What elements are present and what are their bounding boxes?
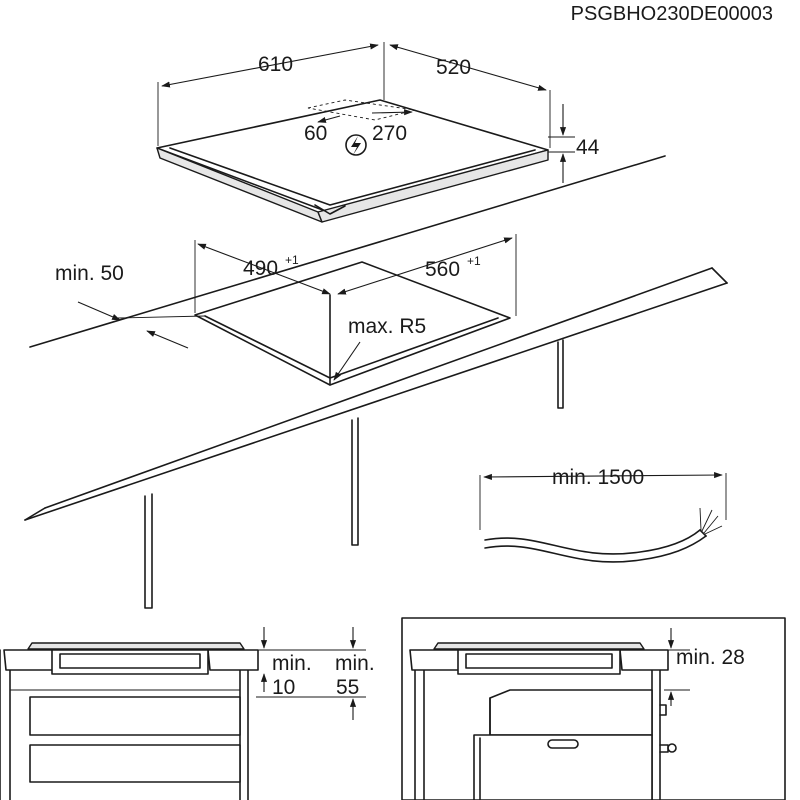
cutout-radius-label: max. R5	[348, 315, 426, 338]
power-cable	[479, 471, 727, 563]
connection-offset-left-label: 60	[304, 122, 327, 145]
drawer-clearance-value-label: 55	[336, 676, 359, 699]
countertop	[24, 155, 728, 609]
connection-offset-right-label: 270	[372, 122, 407, 145]
cutout-dimension-lines	[77, 234, 517, 381]
document-code: PSGBHO230DE00003	[571, 3, 773, 25]
edge-distance-label: min. 50	[55, 262, 124, 285]
cutout-depth-label: 560 +1	[425, 254, 481, 281]
svg-text:+1: +1	[467, 254, 481, 268]
cable-length-label: min. 1500	[552, 466, 644, 489]
oven-clearance-label: min. 28	[676, 646, 745, 669]
section-drawer	[0, 642, 259, 800]
cutout-width-label: 490 +1	[243, 253, 299, 280]
section-oven	[401, 617, 786, 800]
svg-text:+1: +1	[285, 253, 299, 267]
hob-height-label: 44	[576, 136, 600, 159]
hob-dimension-lines	[157, 42, 575, 183]
drawer-dimension-lines	[256, 627, 366, 720]
drawer-clearance-min-label: min.	[335, 652, 375, 675]
hob-width-label: 610	[258, 53, 293, 76]
oven-dimension-lines	[664, 628, 690, 706]
drawer-gap-value-label: 10	[272, 676, 295, 699]
electrical-connection-icon	[345, 134, 367, 156]
drawer-gap-min-label: min.	[272, 652, 312, 675]
hob-depth-label: 520	[436, 56, 471, 79]
svg-text:490: 490	[243, 257, 278, 280]
hob-drawing	[156, 99, 549, 223]
svg-text:560: 560	[425, 258, 460, 281]
